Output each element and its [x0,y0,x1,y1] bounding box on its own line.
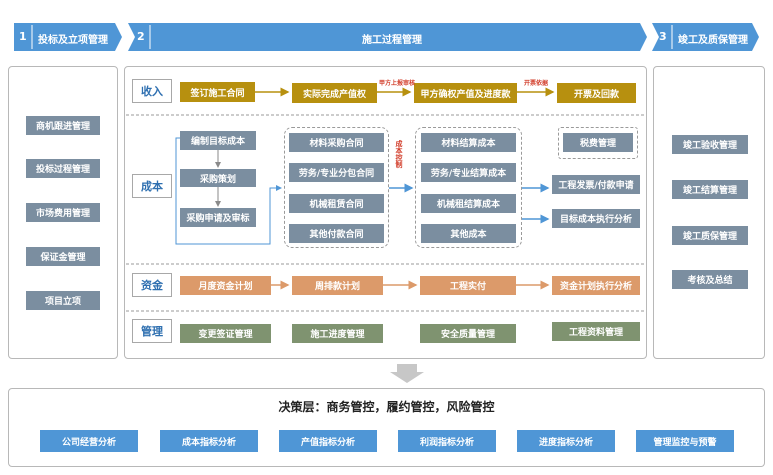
contracts-group [284,127,389,248]
income-step: 甲方确权产值及进度款 [414,83,517,103]
settle-group [415,127,522,248]
right-item: 考核及总结 [672,270,748,289]
right-panel [653,66,765,359]
contract-item: 其他付款合同 [289,224,384,243]
income-step: 签订施工合同 [180,82,255,102]
decision-item: 公司经营分析 [40,430,138,452]
decision-item: 利润指标分析 [398,430,496,452]
capital-step: 周排款计划 [292,276,383,295]
decision-item: 管理监控与预警 [636,430,734,452]
settle-item: 其他成本 [421,224,516,243]
contract-item: 劳务/专业分包合同 [289,163,384,182]
cost-control-note: 成本控制 [395,140,403,168]
left-item: 商机跟进管理 [26,116,100,135]
right-item: 竣工结算管理 [672,180,748,199]
row-label-cost: 成本 [132,174,172,198]
right-item: 竣工质保管理 [672,226,748,245]
left-item: 投标过程管理 [26,159,100,178]
stage2-number: 2 [137,30,145,43]
stage3-number: 3 [659,30,667,43]
cost-plan-step: 采购申请及审标 [180,208,256,227]
stage1-chevron [14,23,122,51]
capital-step: 工程实付 [420,276,516,295]
income-note-invoice: 开票依据 [524,80,549,87]
cost-output: 目标成本执行分析 [552,209,640,228]
settle-item: 材料结算成本 [421,133,516,152]
cost-plan-step: 编制目标成本 [180,131,256,150]
capital-step: 资金计划执行分析 [552,276,640,295]
decision-item: 进度指标分析 [517,430,615,452]
left-item: 保证金管理 [26,247,100,266]
down-arrow [390,364,424,383]
decision-title: 决策层：商务管控，履约管控，风险管控 [278,400,495,414]
manage-item: 变更签证管理 [180,324,271,343]
left-item: 市场费用管理 [26,203,100,222]
manage-item: 安全质量管理 [420,324,516,343]
stage2-title: 施工过程管理 [362,35,422,46]
capital-step: 月度资金计划 [180,276,271,295]
contract-item: 材料采购合同 [289,133,384,152]
right-item: 竣工验收管理 [672,135,748,154]
decision-item: 产值指标分析 [279,430,377,452]
manage-item: 工程资料管理 [552,322,640,341]
stage2-chevron [128,23,647,51]
settle-item: 劳务/专业结算成本 [421,163,516,182]
settle-item: 机械租结算成本 [421,194,516,213]
cost-output: 工程发票/付款申请 [552,175,640,194]
stage1-number: 1 [19,30,27,43]
row-label-capital: 资金 [132,273,172,297]
row-label-income: 收入 [132,79,172,103]
left-item: 项目立项 [26,291,100,310]
stage3-title: 竣工及质保管理 [678,35,748,46]
decision-panel [8,388,765,467]
income-step: 实际完成产值权 [292,83,377,103]
contract-item: 机械租赁合同 [289,194,384,213]
stage1-title: 投标及立项管理 [38,35,108,46]
tax-group [558,127,638,159]
cost-output: 税费管理 [563,133,633,152]
decision-item: 成本指标分析 [160,430,258,452]
stage3-chevron [652,23,759,51]
income-step: 开票及回款 [557,83,636,103]
manage-item: 施工进度管理 [292,324,383,343]
income-note-review: 甲方上报审核 [379,80,416,87]
cost-plan-step: 采购策划 [180,169,256,187]
row-label-manage: 管理 [132,319,172,343]
